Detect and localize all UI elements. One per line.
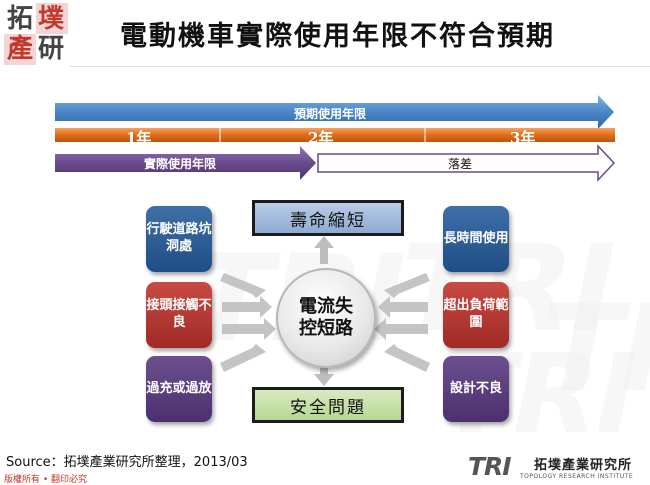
timeline-diagram xyxy=(55,95,616,182)
arrow-left-icon xyxy=(378,296,428,318)
expected-life-label: 預期使用年限 xyxy=(293,107,366,121)
year-label-2: 2年 xyxy=(308,129,334,147)
tri-logo-mark: 拓 墣 產 研 xyxy=(4,3,68,65)
arrow-left-icon xyxy=(384,273,430,298)
year-label-3: 3年 xyxy=(510,129,536,147)
arrow-down-icon xyxy=(314,366,334,386)
year-bar xyxy=(55,128,615,142)
arrow-left-icon xyxy=(374,318,428,340)
cause-road-potholes: 行駛道路坑洞處 xyxy=(146,206,212,272)
org-logo-short: TRI xyxy=(468,452,512,481)
logo-background xyxy=(4,3,68,65)
copyright-note: 版權所有 • 翻印必究 xyxy=(4,475,88,485)
gap-label: 落差 xyxy=(447,157,472,171)
cause-poor-design: 設計不良 xyxy=(443,356,509,422)
arrow-right-icon xyxy=(222,318,276,340)
arrow-right-icon xyxy=(222,296,272,318)
org-logo: TRI 拓墣產業研究所 TOPOLOGY RESEARCH INSTITUTE xyxy=(468,452,648,484)
logo-char: 墣 xyxy=(38,4,65,34)
logo-char: 產 xyxy=(7,34,34,64)
arrow-right-icon xyxy=(220,344,266,372)
actual-life-label: 實際使用年限 xyxy=(143,157,216,171)
core-issue-circle: 電流失 控短路 xyxy=(276,268,376,368)
arrow-up-icon xyxy=(314,236,334,264)
logo-char: 拓 xyxy=(7,4,34,34)
org-logo-name: 拓墣產業研究所 xyxy=(534,458,633,473)
source-note: Source：拓墣產業研究所整理，2013/03 xyxy=(6,455,248,470)
arrow-left-icon xyxy=(384,344,430,372)
core-issue-line-1: 電流失 xyxy=(299,295,353,317)
arrow-right-icon xyxy=(220,273,266,298)
core-issue-line-2: 控短路 xyxy=(299,318,353,339)
cause-over-charge-discharge: 過充或過放 xyxy=(146,356,212,422)
actual-life-arrow xyxy=(55,146,316,180)
year-label-1: 1年 xyxy=(126,129,152,147)
cause-overload: 超出負荷範圍 xyxy=(443,282,509,348)
logo-char: 研 xyxy=(38,34,65,64)
gap-arrow xyxy=(317,144,616,182)
title-divider xyxy=(70,66,650,67)
org-logo-english: TOPOLOGY RESEARCH INSTITUTE xyxy=(520,473,634,480)
page-title: 電動機車實際使用年限不符合預期 xyxy=(120,21,555,52)
effect-safety-issue: 安全問題 xyxy=(252,387,404,423)
cause-long-usage: 長時間使用 xyxy=(443,206,509,272)
effect-shortened-life: 壽命縮短 xyxy=(252,200,404,236)
cause-poor-connector-contact: 接頭接觸不良 xyxy=(146,282,212,348)
expected-life-arrow xyxy=(55,95,614,129)
